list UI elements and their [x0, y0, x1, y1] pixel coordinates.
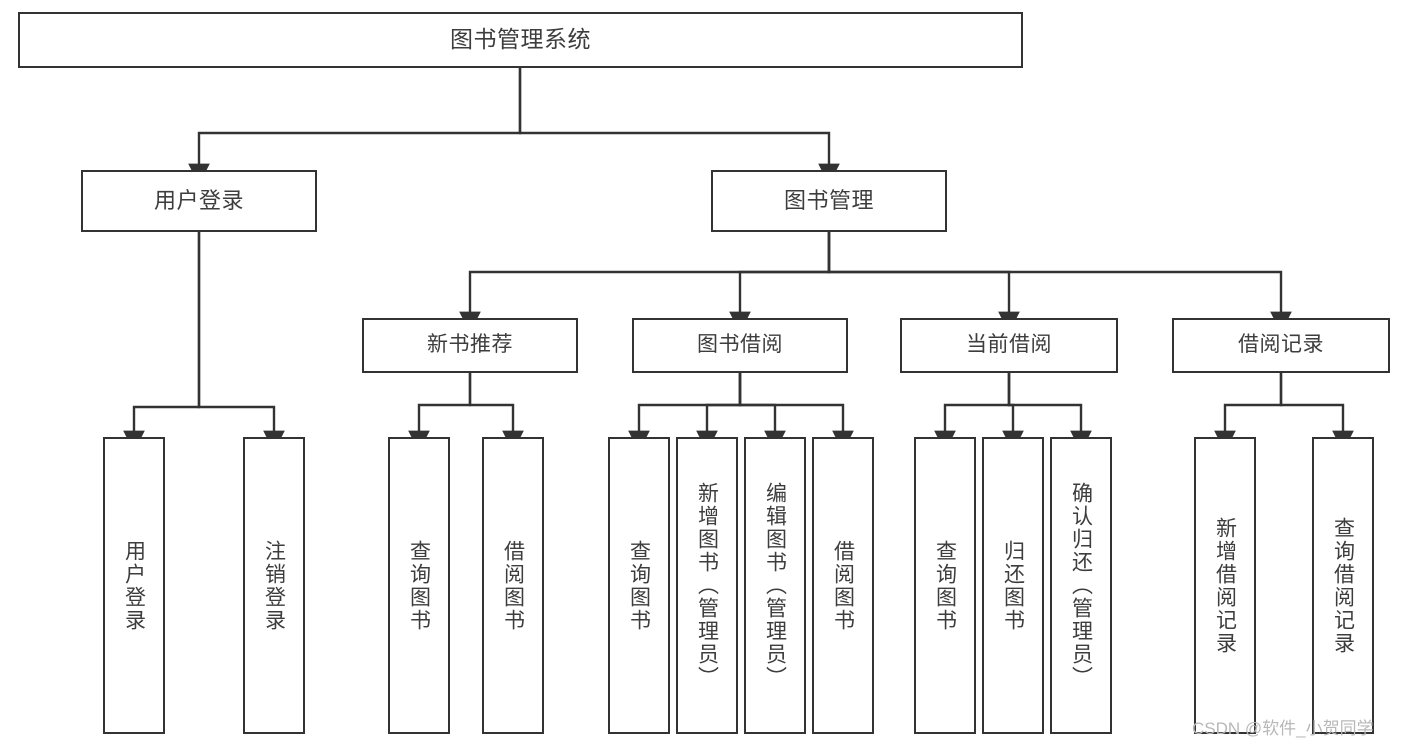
- edge-root-to-l2-login: [188, 68, 522, 186]
- node-leaf-2[interactable]: 注销登录: [243, 437, 305, 734]
- node-label: 确认归还（管理员）: [1069, 482, 1093, 689]
- node-l3-current[interactable]: 当前借阅: [900, 318, 1118, 373]
- edge-l2-book-to-l3-borrow: [729, 232, 831, 334]
- node-label: 用户登录: [153, 188, 244, 214]
- node-label: 归还图书: [1001, 539, 1025, 632]
- edge-l3-current-to-leaf-9: [934, 373, 1011, 453]
- node-leaf-8[interactable]: 借阅图书: [812, 437, 874, 734]
- node-label: 用户登录: [122, 539, 146, 632]
- node-label: 查询图书: [627, 539, 651, 632]
- edge-l2-book-to-l3-record: [827, 232, 1292, 334]
- node-l3-borrow[interactable]: 图书借阅: [632, 318, 848, 373]
- node-leaf-6[interactable]: 新增图书（管理员）: [676, 437, 738, 734]
- edge-l3-new-to-leaf-3: [408, 373, 472, 453]
- edge-l3-borrow-to-leaf-5: [628, 373, 742, 453]
- node-l3-new[interactable]: 新书推荐: [362, 318, 578, 373]
- node-leaf-4[interactable]: 借阅图书: [482, 437, 544, 734]
- node-leaf-11[interactable]: 确认归还（管理员）: [1050, 437, 1112, 734]
- edge-l2-book-to-l3-current: [827, 232, 1020, 334]
- node-label: 新书推荐: [427, 333, 513, 357]
- node-label: 借阅记录: [1238, 333, 1324, 357]
- node-label: 借阅图书: [831, 539, 855, 632]
- node-leaf-5[interactable]: 查询图书: [608, 437, 670, 734]
- edge-l3-record-to-leaf-13: [1279, 373, 1354, 453]
- node-label: 注销登录: [262, 539, 286, 632]
- node-leaf-1[interactable]: 用户登录: [103, 437, 165, 734]
- node-label: 新增图书（管理员）: [695, 482, 719, 689]
- node-leaf-13[interactable]: 查询借阅记录: [1312, 437, 1374, 734]
- edge-l3-current-to-leaf-11: [1007, 373, 1092, 453]
- edge-root-to-l2-book: [518, 68, 840, 186]
- node-label: 图书管理系统: [450, 26, 591, 53]
- node-label: 查询借阅记录: [1331, 516, 1355, 655]
- node-leaf-10[interactable]: 归还图书: [982, 437, 1044, 734]
- edge-l3-borrow-to-leaf-6: [696, 373, 742, 453]
- edge-l3-borrow-to-leaf-8: [738, 373, 854, 453]
- node-label: 新增借阅记录: [1213, 516, 1237, 655]
- node-label: 当前借阅: [966, 333, 1052, 357]
- node-l3-record[interactable]: 借阅记录: [1172, 318, 1390, 373]
- node-l2-book[interactable]: 图书管理: [711, 170, 947, 232]
- edge-l3-new-to-leaf-4: [468, 373, 524, 453]
- edge-l2-book-to-l3-new: [459, 232, 831, 334]
- edge-l3-current-to-leaf-10: [1002, 373, 1024, 453]
- node-root[interactable]: 图书管理系统: [18, 12, 1023, 68]
- node-leaf-3[interactable]: 查询图书: [388, 437, 450, 734]
- node-label: 借阅图书: [501, 539, 525, 632]
- node-leaf-12[interactable]: 新增借阅记录: [1194, 437, 1256, 734]
- node-l2-login[interactable]: 用户登录: [81, 170, 317, 232]
- edge-l2-login-to-leaf-2: [197, 232, 285, 453]
- node-label: 查询图书: [933, 539, 957, 632]
- node-label: 编辑图书（管理员）: [763, 482, 787, 689]
- edge-l3-record-to-leaf-12: [1214, 373, 1283, 453]
- edge-layer: [123, 68, 1354, 453]
- node-label: 图书管理: [783, 188, 874, 214]
- node-leaf-9[interactable]: 查询图书: [914, 437, 976, 734]
- node-label: 查询图书: [407, 539, 431, 632]
- node-label: 图书借阅: [697, 333, 783, 357]
- edge-l3-borrow-to-leaf-7: [738, 373, 786, 453]
- edge-l2-login-to-leaf-1: [123, 232, 201, 453]
- node-leaf-7[interactable]: 编辑图书（管理员）: [744, 437, 806, 734]
